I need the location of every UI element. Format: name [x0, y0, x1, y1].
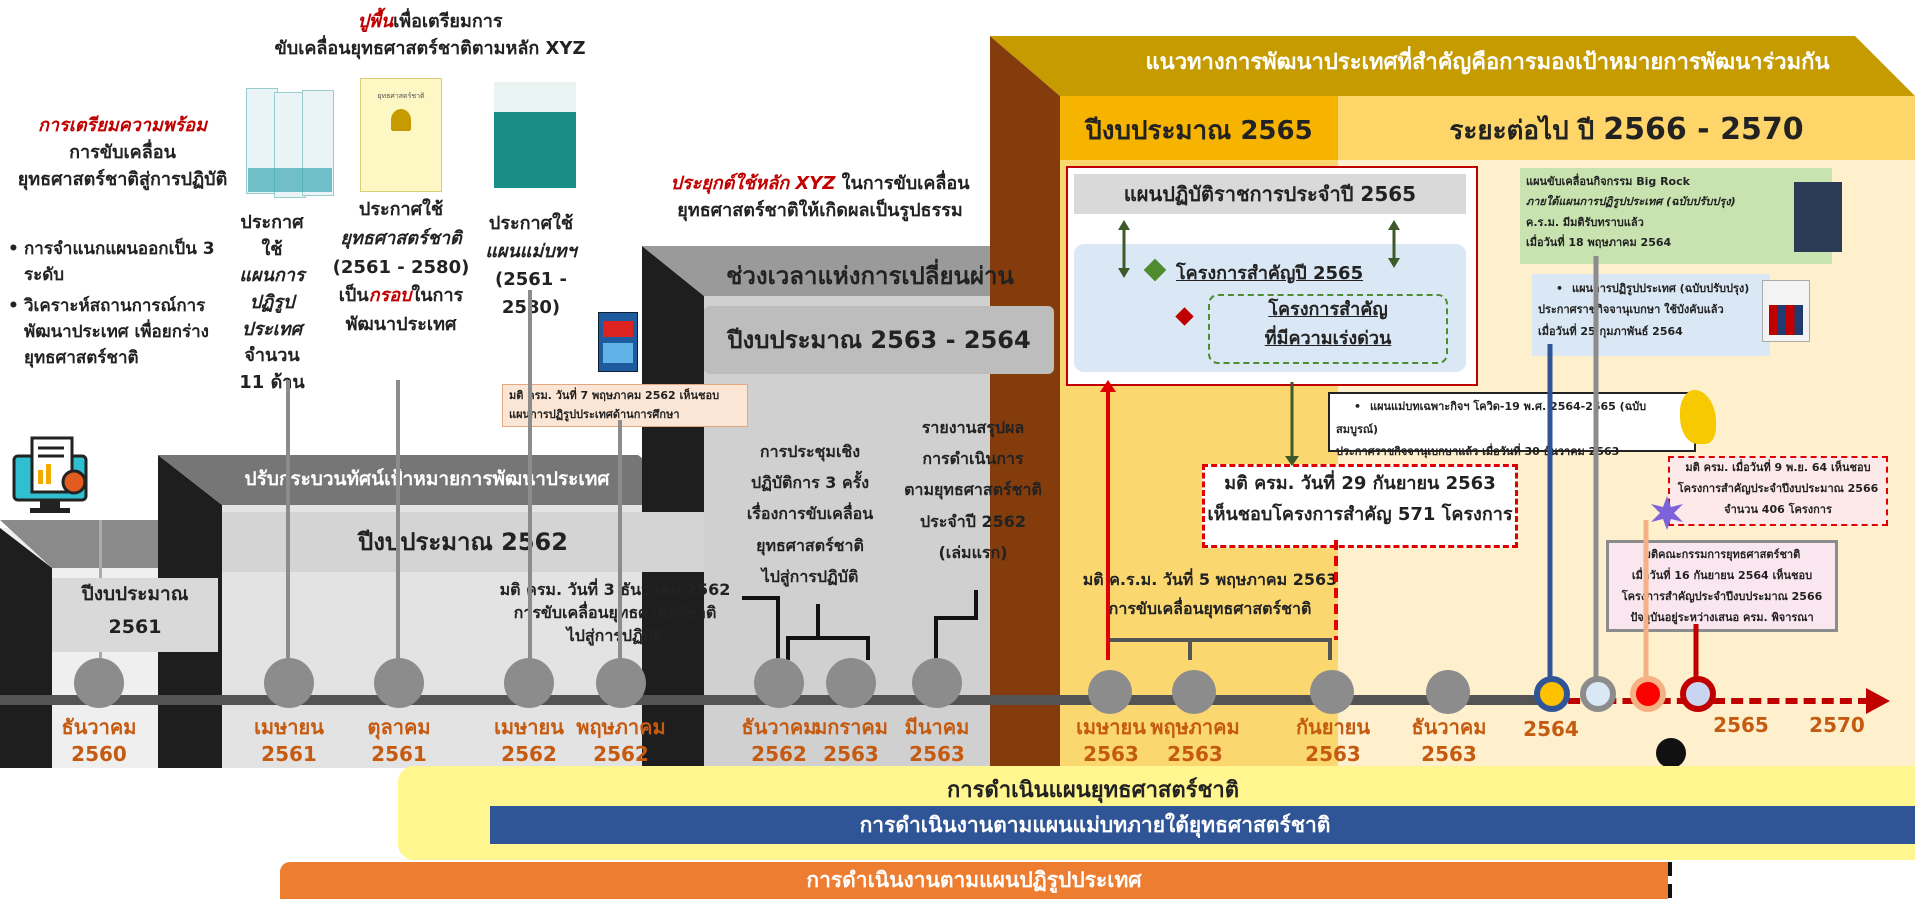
emblem-icon: [391, 109, 411, 131]
bar-reform-impl: การดำเนินงานตามแผนปฏิรูปประเทศ: [280, 862, 1668, 899]
reform-revised-cover: [1762, 280, 1810, 342]
fy2565-header: [1060, 96, 1338, 160]
milestone-dot: [374, 658, 424, 708]
fy2561-label: ปีงบประมาณ 2561: [52, 578, 218, 652]
fy2561-side: [0, 528, 52, 768]
strategy-cover: ยุทธศาสตร์ชาติ: [360, 78, 442, 192]
strategy-caption: ประกาศใช้ ยุทธศาสตร์ชาติ (2561 - 2580) เ…: [332, 199, 470, 336]
arrow-head-icon: [1866, 688, 1890, 714]
transition-label: ช่วงเวลาแห่งการเปลี่ยนผ่าน: [726, 262, 1014, 290]
prepare-header-em: ปูพื้น: [357, 11, 394, 32]
readiness-em: การเตรียมความพร้อม: [38, 115, 207, 136]
transition-side: [642, 246, 704, 768]
thailand-map-icon: [1680, 390, 1716, 444]
readiness-line2: การขับเคลื่อน: [69, 142, 176, 163]
milestone-dot: [596, 658, 646, 708]
nov64-note: มติ ครม. เมื่อวันที่ 9 พ.ย. 64 เห็นชอบ โ…: [1668, 456, 1888, 526]
plan2565-inner: [1074, 244, 1466, 372]
milestone-dot: [74, 658, 124, 708]
prepare-header: ปูพื้นเพื่อเตรียมการ ขับเคลื่อนยุทธศาสตร…: [230, 8, 630, 62]
bullet-item: วิเคราะห์สถานการณ์การพัฒนาประเทศ เพื่อยก…: [6, 293, 224, 372]
dot-now: [1656, 738, 1686, 768]
year-label-2565: 2565: [1713, 713, 1769, 737]
milestone-dot: [264, 658, 314, 708]
readiness-line3: ยุทธศาสตร์ชาติสู่การปฏิบัติ: [17, 169, 228, 190]
cabinet-sep2563: มติ ครม. วันที่ 29 กันยายน 2563 เห็นชอบโ…: [1202, 464, 1518, 548]
fy2562-label: ปีงบประมาณ 2562: [222, 512, 704, 572]
next-period-label: ระยะต่อไป ปี 2566 - 2570: [1449, 112, 1804, 147]
milestone-dot: [826, 658, 876, 708]
reform-plan-caption: ประกาศใช้ แผนการ ปฏิรูป ประเทศ จำนวน 11 …: [239, 212, 305, 393]
master-plan-cover: [494, 82, 576, 188]
reform-plan-covers: [246, 88, 334, 198]
year-label-2564: 2564: [1523, 717, 1579, 741]
dot-2564: [1534, 676, 1570, 712]
milestone-dot: [912, 658, 962, 708]
dot-reform-revised: [1580, 676, 1616, 712]
reform-revised-note: แผนการปฏิรูปประเทศ (ฉบับปรับปรุง) ประกาศ…: [1532, 274, 1770, 356]
report-icon: [10, 436, 94, 516]
plan2565-title: แผนปฏิบัติราชการประจำปี 2565: [1074, 174, 1466, 214]
note-education-plan: มติ ครม. วันที่ 7 พฤษภาคม 2562 เห็นชอบ แ…: [502, 384, 748, 428]
workshop-text: การประชุมเชิง ปฏิบัติการ 3 ครั้ง เรื่องก…: [746, 442, 874, 586]
guideline-side: [990, 36, 1060, 768]
paradigm-label: ปรับกระบวนทัศน์เป้าหมายการพัฒนาประเทศ: [244, 468, 610, 490]
prepare-header-rest: เพื่อเตรียมการ: [393, 11, 503, 32]
strategy-cover-title: ยุทธศาสตร์ชาติ: [377, 92, 425, 100]
prepare-subtitle: ขับเคลื่อนยุทธศาสตร์ชาติตามหลัก XYZ: [274, 38, 586, 59]
readiness-title: การเตรียมความพร้อม การขับเคลื่อน ยุทธศาส…: [0, 112, 245, 193]
milestone-dot: [1088, 670, 1132, 714]
year-label-2570: 2570: [1809, 713, 1865, 737]
plan2565-projects: โครงการสำคัญปี 2565: [1176, 263, 1364, 284]
milestone-dot: [504, 658, 554, 708]
dot-committee: [1630, 676, 1666, 712]
milestone-dot: [1172, 670, 1216, 714]
bigrock-note: แผนขับเคลื่อนกิจกรรม Big Rock ภายใต้แผนก…: [1520, 168, 1832, 264]
plan2565-box: แผนปฏิบัติราชการประจำปี 2565 โครงการสำคั…: [1066, 166, 1478, 386]
milestone-dot: [1426, 670, 1470, 714]
readiness-bullets: การจำแนกแผนออกเป็น 3 ระดับ วิเคราะห์สถาน…: [6, 236, 224, 372]
guideline-label: แนวทางการพัฒนาประเทศที่สำคัญคือการมองเป้…: [1145, 50, 1830, 75]
burst-icon: [1650, 496, 1684, 530]
urgent-projects-box: โครงการสำคัญ ที่มีความเร่งด่วน: [1208, 294, 1448, 364]
report-text: รายงานสรุปผล การดำเนินการ ตามยุทธศาสตร์ช…: [904, 418, 1042, 562]
fy2565-label: ปีงบประมาณ 2565: [1085, 116, 1313, 146]
bullet-item: การจำแนกแผนออกเป็น 3 ระดับ: [6, 236, 224, 289]
next-period-header: [1338, 96, 1915, 160]
milestone-dot: [1310, 670, 1354, 714]
milestone-dot: [754, 658, 804, 708]
fy2562-top: [158, 455, 704, 505]
dot-nov64: [1680, 676, 1716, 712]
bar-master-impl: การดำเนินงานตามแผนแม่บทภายใต้ยุทธศาสตร์ช…: [490, 806, 1915, 844]
cabinet-dec2562: มติ ครม. วันที่ 3 ธันวาคม 2562 การขับเคล…: [499, 580, 731, 646]
guideline-top: [990, 36, 1915, 96]
education-plan-cover: [598, 312, 638, 372]
fy2563-64-label: ปีงบประมาณ 2563 - 2564: [704, 306, 1054, 374]
xyz-statement: ประยุกต์ใช้หลัก XYZ ในการขับเคลื่อน ยุทธ…: [670, 173, 970, 221]
cabinet-may2563: มติ ค.ร.ม. วันที่ 5 พฤษภาคม 2563 การขับเ…: [1082, 570, 1338, 618]
bigrock-cover: [1794, 182, 1842, 252]
